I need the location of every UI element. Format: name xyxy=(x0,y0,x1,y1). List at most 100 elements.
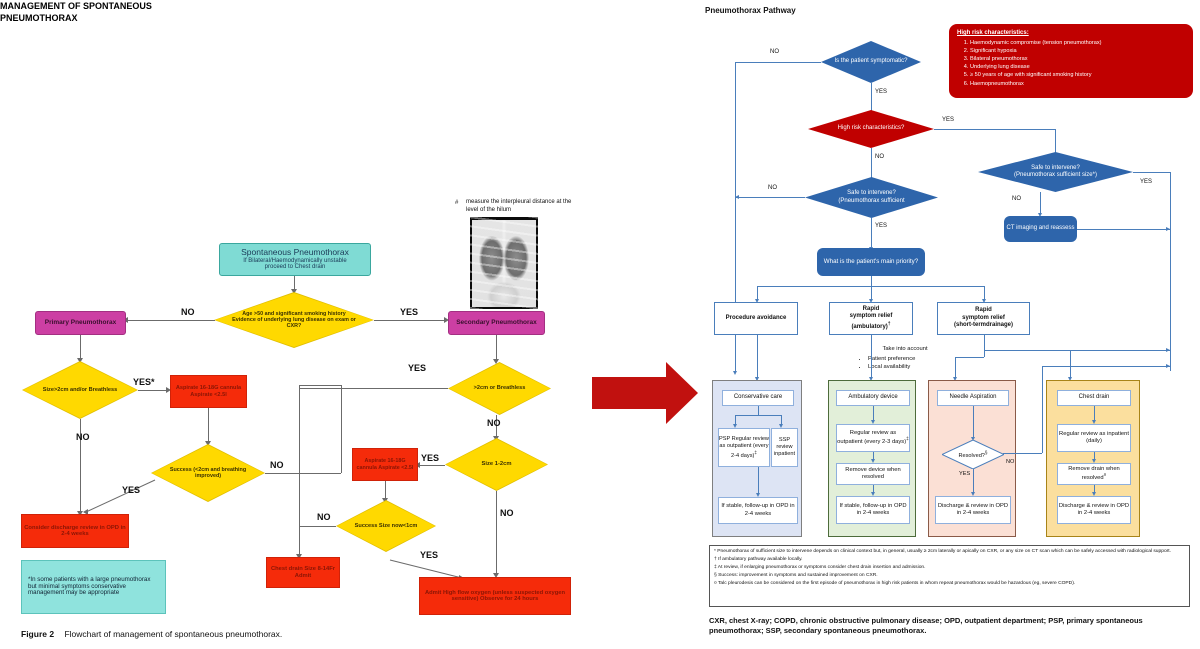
node-spontaneous-pneumothorax: Spontaneous Pneumothorax If Bilateral/Ha… xyxy=(219,243,371,276)
note-text: *In some patients with a large pneumotho… xyxy=(28,575,151,597)
needle-aspiration-head: Needle Aspiration xyxy=(937,390,1009,406)
label-yes: YES xyxy=(959,471,971,477)
arrowhead xyxy=(735,195,739,199)
ambulatory-step1-text: Regular review as outpatient (every 2-3 … xyxy=(837,429,909,445)
decision-success-primary-label: Success (<2cm and breathing improved) xyxy=(169,466,247,479)
connector xyxy=(871,218,872,248)
connector xyxy=(973,469,974,493)
connector xyxy=(80,419,81,512)
decision-gt2cm-label: >2cm or Breathless xyxy=(473,385,526,392)
column-chest-drain: Chest drain Regular review as inpatient … xyxy=(1046,380,1140,537)
label-yes: YES xyxy=(400,307,419,317)
ambulatory-followup-box: If stable, follow-up in OPD in 2-4 weeks xyxy=(836,496,910,524)
arrowhead xyxy=(77,358,83,363)
connector xyxy=(265,473,341,474)
abbreviations-legend: CXR, chest X-ray; COPD, chronic obstruct… xyxy=(709,616,1143,635)
connector xyxy=(735,415,781,416)
connector xyxy=(873,406,874,421)
label-yes: YES xyxy=(421,453,440,463)
label-yes: YES xyxy=(875,89,888,95)
connector xyxy=(1003,453,1042,454)
label-no: NO xyxy=(76,432,90,442)
consider-discharge-text: Consider discharge review in OPD in 2-4 … xyxy=(24,524,126,537)
arrowhead xyxy=(779,424,783,428)
decision-age-label: Age >50 and significant smoking history … xyxy=(232,310,356,330)
high-risk-characteristics-box: High risk characteristics: Haemodynamic … xyxy=(949,24,1193,98)
label-yes: YES xyxy=(1140,179,1153,185)
label-no: NO xyxy=(770,49,779,55)
arrowhead xyxy=(296,554,302,559)
decision-size-1-2cm: Size 1-2cm xyxy=(445,438,548,491)
label-no: NO xyxy=(768,185,777,191)
arrowhead xyxy=(1092,420,1096,424)
needle-aspiration-resolved-decision: Resolved?§ xyxy=(942,440,1004,469)
rapid-drain-l3: (short-termdrainage) xyxy=(953,322,1013,329)
arrowhead xyxy=(1038,213,1042,217)
decision-safe-right-label: Safe to intervene? (Pneumothorax suffici… xyxy=(978,152,1133,192)
transition-arrow-icon xyxy=(592,362,698,424)
arrowhead xyxy=(493,359,499,364)
arrowhead xyxy=(755,299,759,303)
arrowhead xyxy=(733,371,737,375)
option-rapid-symptom-relief-ambulatory: Rapid symptom relief (ambulatory)† xyxy=(829,302,913,335)
label-no: NO xyxy=(1006,459,1015,465)
connector xyxy=(735,415,736,425)
decision-success-secondary-label: Success Size now<1cm xyxy=(354,522,418,529)
arrowhead xyxy=(444,317,449,323)
arrowhead xyxy=(77,511,83,516)
connector xyxy=(758,406,759,415)
connector xyxy=(1133,172,1170,173)
resolved-label: Resolved?§ xyxy=(942,440,1004,469)
arrowhead xyxy=(83,509,88,515)
connector xyxy=(973,406,974,438)
aspirate-secondary-text: Aspirate 16-18G cannula Aspirate <2.5l xyxy=(356,458,414,471)
connector xyxy=(1042,366,1170,367)
decision-size-2cm-breathless: Size>2cm and/or Breathless xyxy=(22,361,138,419)
ambulatory-step1-box: Regular review as outpatient (every 2-3 … xyxy=(836,424,910,452)
ambulatory-head: Ambulatory device xyxy=(836,390,910,406)
decision-size-2cm-label: Size>2cm and/or Breathless xyxy=(42,386,118,393)
arrow-shaft xyxy=(592,377,666,409)
xray-note-text: measure the interpleural distance at the… xyxy=(466,199,572,213)
connector xyxy=(138,390,168,391)
high-risk-item: Bilateral pneumothorax xyxy=(970,55,1185,63)
decision-safe-to-intervene-left: Safe to intervene? (Pneumothorax suffici… xyxy=(805,177,938,218)
conservative-ssp-box: SSP review inpatient xyxy=(771,428,798,467)
connector xyxy=(871,286,872,300)
footnote: § Success: improvement in symptoms and s… xyxy=(714,572,878,578)
connector xyxy=(80,335,81,359)
label-no: NO xyxy=(1012,196,1021,202)
arrowhead xyxy=(205,441,211,446)
label-no: NO xyxy=(270,460,284,470)
connector xyxy=(208,408,209,442)
arrowhead xyxy=(869,299,873,303)
arrowhead xyxy=(1092,459,1096,463)
high-risk-item: ≥ 50 years of age with significant smoki… xyxy=(970,71,1185,79)
connector xyxy=(871,148,872,182)
connector xyxy=(299,388,448,389)
chest-xray-image xyxy=(470,217,538,309)
connector xyxy=(341,385,342,473)
arrowhead xyxy=(871,492,875,496)
safe-right-line2: (Pneumothorax sufficient size*) xyxy=(1014,172,1097,178)
arrow-head xyxy=(666,362,698,424)
arrowhead xyxy=(869,377,873,381)
connector xyxy=(126,320,215,321)
option-rapid-symptom-relief-drainage: Rapid symptom relief (short-termdrainage… xyxy=(937,302,1030,335)
needle-discharge-box: Discharge & review in OPD in 2-4 weeks xyxy=(935,496,1011,524)
take-into-account-list: Patient preference Local availability xyxy=(860,355,950,372)
chest-drain-step2-text: Remove drain when resolved¤ xyxy=(1068,465,1120,481)
node-ct-imaging-reassess: CT imaging and reassess xyxy=(1004,216,1077,242)
arrowhead xyxy=(756,493,760,497)
take-item: Patient preference xyxy=(868,355,950,364)
column-conservative-care: Conservative care PSP Regular review as … xyxy=(712,380,802,537)
start-line3: proceed to Chest drain xyxy=(264,264,326,271)
node-admit: Admit High flow oxygen (unless suspected… xyxy=(419,577,571,615)
connector xyxy=(299,385,341,386)
rapid-amb-l3: (ambulatory)† xyxy=(851,320,891,330)
arrowhead xyxy=(291,289,297,294)
high-risk-item: Underlying lung disease xyxy=(970,63,1185,71)
figure-caption-label: Figure 2 xyxy=(21,629,55,639)
chest-drain-step1-box: Regular review as inpatient (daily) xyxy=(1057,424,1131,452)
column-ambulatory-device: Ambulatory device Regular review as outp… xyxy=(828,380,916,537)
